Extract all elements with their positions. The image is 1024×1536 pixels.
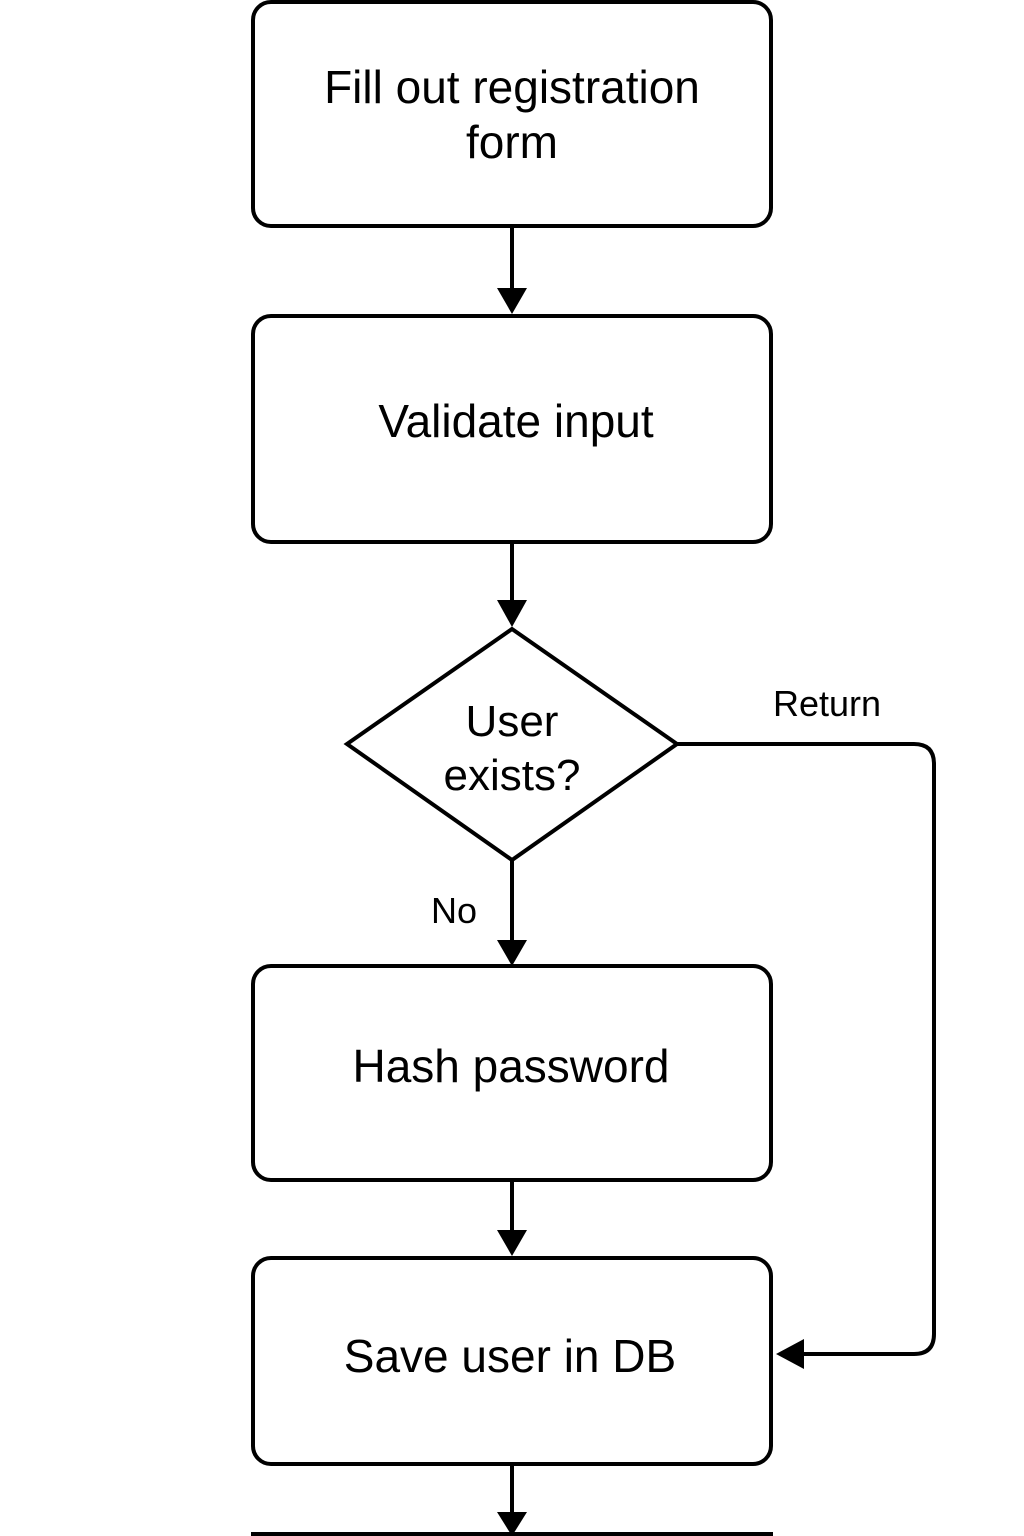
node-label: Validate input [378,395,654,447]
node-label: Hash password [352,1040,669,1092]
edge-fill-to-validate [497,226,527,314]
decision-label-line-2: exists? [444,751,581,800]
node-next-partial [251,1532,773,1536]
arrowhead-left [776,1339,804,1369]
node-label-line-1: Fill out registration [324,61,700,113]
edge-label-no: No [431,890,477,931]
arrowhead-down [497,288,527,314]
edge-validate-to-decision [497,542,527,627]
arrowhead-down [497,600,527,627]
node-validate-input: Validate input [251,314,773,544]
decision-label-line-1: User [466,697,559,746]
edge-save-to-next [497,1464,527,1536]
node-user-exists-decision: User exists? [343,626,681,863]
edge-decision-no: No [431,860,527,966]
node-fill-registration-form: Fill out registration form [251,0,773,228]
node-save-user-db: Save user in DB [251,1256,773,1466]
arrowhead-down [497,1230,527,1256]
node-hash-password: Hash password [251,964,773,1182]
edge-decision-return: Return [677,683,936,1369]
arrowhead-down [497,1512,527,1536]
node-label-line-2: form [466,116,558,168]
arrowhead-down [497,940,527,966]
edge-hash-to-save [497,1180,527,1256]
edge-label-return: Return [773,683,881,724]
node-box [251,0,773,228]
node-label: Save user in DB [344,1330,676,1382]
